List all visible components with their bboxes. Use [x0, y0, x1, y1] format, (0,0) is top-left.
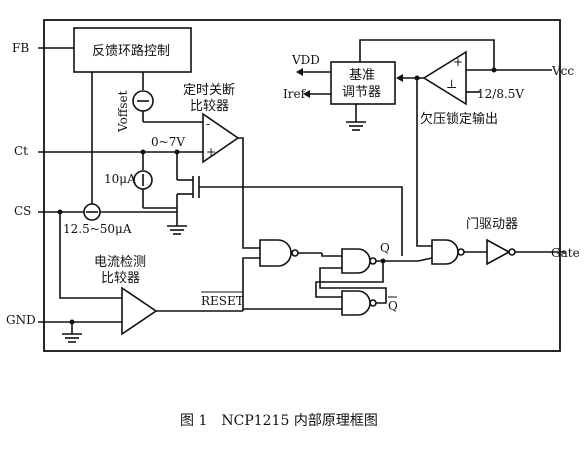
ct-current-label: 10μA: [104, 172, 136, 186]
latch-to-output-nand-wire: [417, 257, 433, 262]
voffset-source-label: Voffset: [116, 90, 130, 133]
uvlo-output-label: 欠压锁定输出: [420, 111, 498, 127]
gate-driver-bubble: [508, 248, 516, 256]
gate-driver-label: 门驱动器: [466, 217, 518, 232]
pin-ct-label: Ct: [14, 144, 28, 158]
latch-cross-wire-2: [319, 267, 387, 304]
feedback-loop-label: 反馈环路控制: [92, 43, 170, 59]
vdd-label: VDD: [291, 53, 320, 67]
latch-lower-nand-bubble: [369, 299, 377, 307]
pin-gate-label: Gate: [551, 246, 580, 260]
latch-set-wire: [321, 253, 342, 257]
ct-range-label: 0~7V: [151, 135, 185, 149]
output-nand-gate: [431, 239, 459, 265]
latch-upper-nand-bubble: [369, 257, 377, 265]
uvlo-to-output-nand-wire: [416, 78, 432, 247]
vcc-to-regulator-wire: [359, 39, 495, 70]
iref-arrow-head: [303, 90, 310, 98]
timer-comp-plus-sign: +: [206, 145, 216, 159]
cs-current-label: 12.5~50μA: [63, 222, 132, 236]
pin-vcc-label: Vcc: [551, 64, 574, 78]
uvlo-comparator: [422, 50, 467, 106]
timer-comp-output-wire: [238, 137, 260, 249]
uvlo-arrow-head: [396, 74, 403, 82]
regulator-label-line1: 基准: [349, 68, 375, 83]
pin-fb-label: FB: [12, 41, 29, 55]
pin-gnd-label: GND: [6, 313, 36, 327]
timer-comp-label-line1: 定时关断: [183, 83, 235, 98]
input-nand-gate: [259, 239, 292, 267]
output-nand-bubble: [457, 248, 465, 256]
latch-upper-nand-gate: [341, 248, 371, 274]
gate-driver-buffer: [486, 238, 511, 266]
mosfet-gate-wire: [199, 186, 403, 256]
reset-to-nand-wire: [242, 257, 260, 311]
iref-label: Iref: [283, 87, 307, 101]
latch-cross-wire-1: [315, 261, 384, 298]
reference-regulator-block: [330, 61, 396, 105]
feedback-loop-block: [73, 27, 192, 73]
timer-comp-label-line2: 比较器: [190, 99, 229, 114]
figure-caption: 图 1 NCP1215 内部原理框图: [180, 413, 378, 429]
latch-lower-nand-gate: [341, 290, 371, 316]
input-nand-bubble: [291, 249, 299, 257]
latch-qbar-label: Q: [388, 299, 398, 313]
vdd-arrow-head: [296, 68, 303, 76]
latch-q-label: Q: [380, 241, 390, 255]
pin-cs-label: CS: [14, 204, 31, 218]
current-sense-comparator: [121, 286, 158, 336]
current-comp-label-line1: 电流检测: [94, 255, 146, 270]
timer-shutdown-comparator: [202, 112, 240, 164]
current-comp-label-line2: 比较器: [101, 271, 140, 286]
uvlo-hysteresis-symbol: ⊥: [446, 77, 457, 91]
reset-label: RESET: [201, 294, 244, 308]
ic-boundary: [43, 19, 561, 352]
uvlo-plus-sign: +: [453, 55, 463, 69]
regulator-label-line2: 调节器: [342, 85, 381, 100]
timer-comp-minus-sign: -: [206, 117, 210, 131]
uvlo-threshold-label: 12/8.5V: [477, 87, 524, 101]
cs-to-comparator-wire: [59, 212, 122, 299]
